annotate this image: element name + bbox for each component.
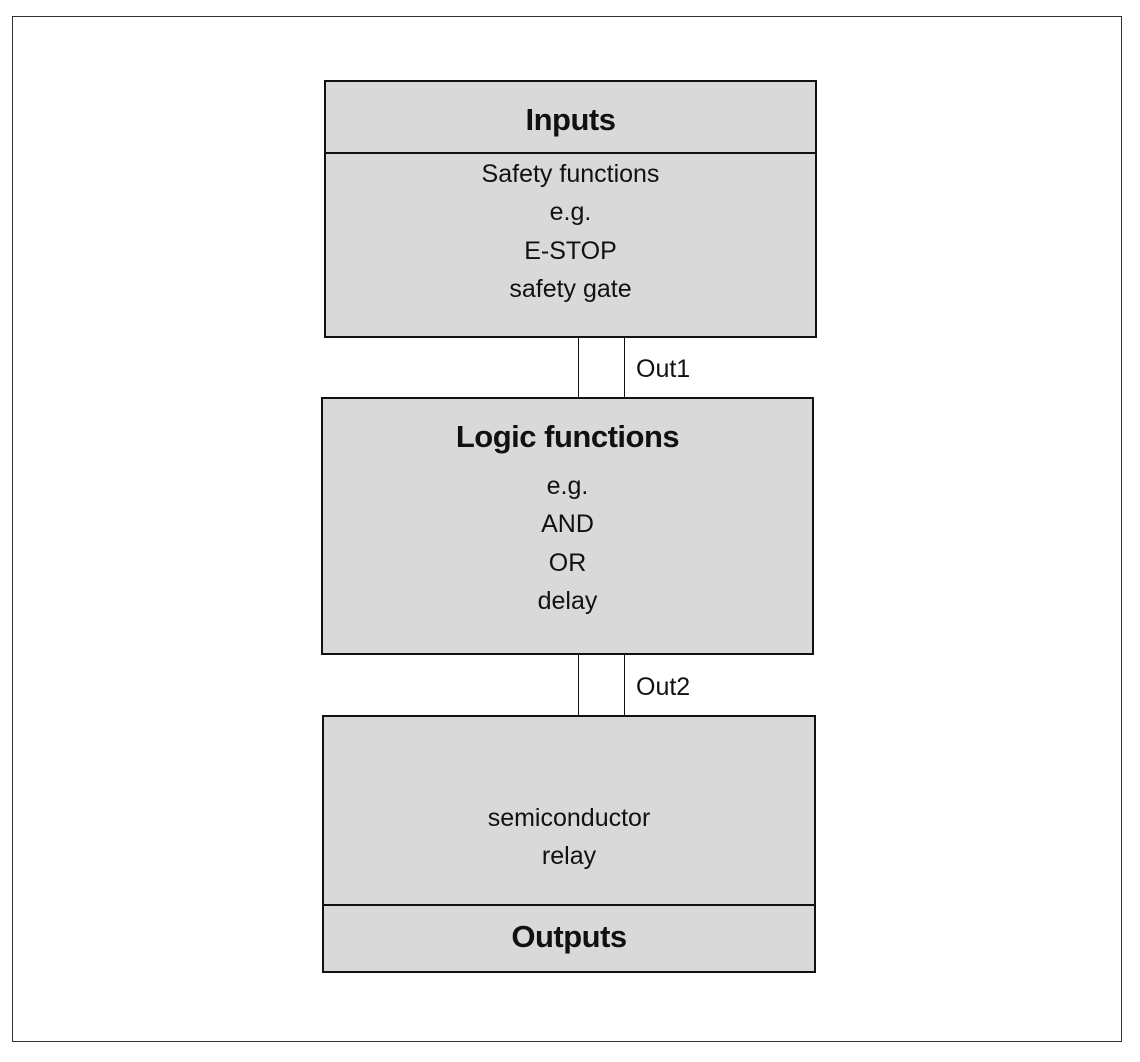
inputs-title: Inputs bbox=[525, 102, 617, 137]
logic-title: Logic functions bbox=[455, 419, 680, 454]
connector-line-right-1 bbox=[624, 338, 625, 398]
outputs-title: Outputs bbox=[511, 919, 627, 954]
inputs-line-4: safety gate bbox=[509, 275, 632, 303]
logic-block: Logic functions e.g. AND OR delay bbox=[321, 397, 814, 655]
out1-label: Out1 bbox=[636, 355, 691, 383]
diagram-frame bbox=[12, 16, 1122, 1042]
connector-line-left-1 bbox=[578, 338, 579, 398]
inputs-line-1: Safety functions bbox=[481, 160, 660, 188]
inputs-block: Inputs Safety functions e.g. E-STOP safe… bbox=[324, 80, 817, 338]
inputs-line-3: E-STOP bbox=[524, 237, 617, 265]
logic-line-3: OR bbox=[548, 549, 587, 577]
outputs-line-2: relay bbox=[541, 842, 597, 870]
out2-label: Out2 bbox=[636, 673, 691, 701]
logic-line-4: delay bbox=[537, 587, 598, 615]
connector-line-left-2 bbox=[578, 655, 579, 716]
outputs-line-1: semiconductor bbox=[487, 804, 651, 832]
logic-line-1: e.g. bbox=[546, 472, 589, 500]
inputs-divider bbox=[326, 152, 815, 154]
connector-line-right-2 bbox=[624, 655, 625, 716]
outputs-divider bbox=[324, 904, 814, 906]
outputs-block: semiconductor relay Outputs bbox=[322, 715, 816, 973]
inputs-line-2: e.g. bbox=[549, 198, 592, 226]
logic-line-2: AND bbox=[541, 510, 594, 538]
